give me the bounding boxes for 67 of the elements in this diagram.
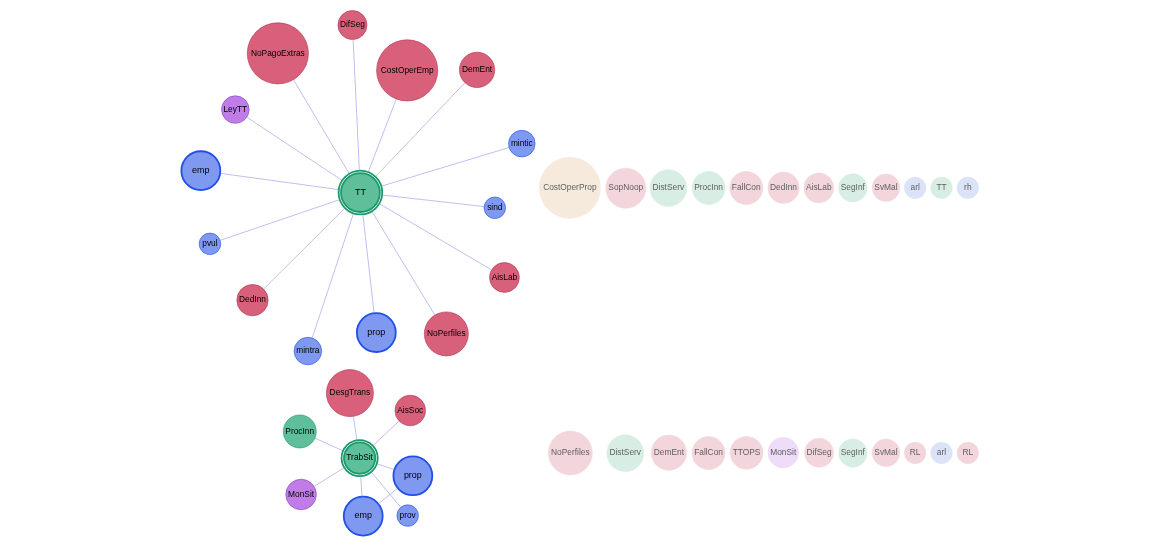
connector (360, 475, 363, 497)
node-circle: DifSeg (337, 10, 368, 40)
connector (371, 471, 401, 508)
node-circle: DistServ (649, 169, 688, 207)
connector (362, 214, 375, 314)
node-circle: emp (180, 150, 222, 192)
node-circle: MonSit (285, 478, 317, 511)
node-circle: AisSoc (394, 394, 426, 427)
node-circle: rh (956, 176, 979, 199)
connector (220, 199, 340, 241)
connector (379, 203, 492, 271)
connector (375, 82, 466, 177)
connector (381, 147, 510, 187)
node-circle: DedInn (236, 284, 269, 317)
connector (246, 117, 343, 181)
node-circle: pvul (198, 232, 221, 255)
node-circle: ProcInn (282, 414, 317, 449)
node-circle: prop (392, 455, 434, 497)
node-circle: AisLab (803, 172, 834, 204)
node-circle: mintra (293, 337, 322, 366)
node-circle: NoPerfiles (548, 430, 593, 476)
node-circle: prov (396, 504, 419, 527)
node-circle: prop (355, 312, 397, 353)
node-circle: SopNoop (605, 167, 647, 209)
connector (220, 173, 339, 190)
node-circle: NoPagoExtras (246, 22, 309, 85)
node-circle: SegInf (838, 173, 868, 203)
node-circle: MonSit (767, 437, 799, 469)
connector (352, 39, 360, 171)
connector (293, 79, 350, 174)
connector (368, 98, 397, 173)
node-circle: ProcInn (691, 171, 726, 205)
connector (372, 420, 400, 446)
node-circle: SvMal (871, 173, 901, 202)
node-circle: LeyTT (221, 95, 250, 124)
node-circle: DistServ (606, 434, 644, 472)
node-circle: FallCon (729, 171, 764, 205)
node-circle: TT (930, 176, 953, 199)
connector (312, 213, 354, 339)
connector (353, 416, 358, 441)
connector (314, 438, 344, 451)
connector (371, 211, 435, 316)
node-circle: DesgTrans (326, 369, 374, 417)
node-circle: SegInf (838, 438, 868, 468)
node-circle: RL (904, 441, 927, 465)
node-circle: TTOPS (729, 436, 764, 470)
node-circle: NoPerfiles (424, 311, 469, 357)
connector (263, 207, 345, 290)
connector (382, 194, 485, 207)
node-circle: DifSeg (804, 437, 834, 468)
node-circle: RL (956, 441, 979, 465)
node-circle: DedInn (767, 171, 800, 204)
node-circle: DemEnt (650, 434, 687, 471)
node-circle: arl (904, 176, 927, 199)
node-circle: arl (930, 441, 953, 465)
node-circle: AisLab (489, 262, 520, 293)
node-circle: CostOperEmp (376, 39, 439, 102)
node-circle: emp (342, 495, 384, 537)
connector (313, 467, 345, 487)
connector (376, 463, 395, 470)
node-circle: sind (483, 196, 506, 219)
node-circle: DemEnt (459, 51, 495, 88)
node-circle: SvMal (871, 438, 901, 467)
node-circle: mintic (508, 130, 536, 158)
node-circle: FallCon (691, 436, 726, 470)
connector (378, 487, 398, 504)
node-circle: CostOperProp (538, 156, 601, 219)
